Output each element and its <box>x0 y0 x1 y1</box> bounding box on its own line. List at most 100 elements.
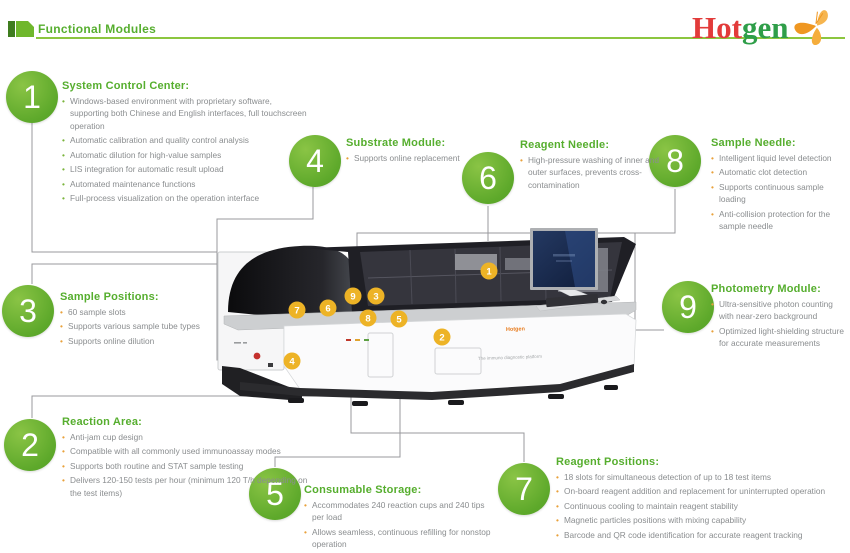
svg-text:4: 4 <box>289 357 295 368</box>
badge-number: 1 <box>23 78 41 115</box>
module-photometry-module: Photometry Module: Ultra-sensitive photo… <box>711 283 849 352</box>
module-reaction-area: Reaction Area: Anti-jam cup designCompat… <box>62 416 314 501</box>
bullet-item: Anti-collision protection for the sample… <box>711 208 849 233</box>
badge-number: 8 <box>666 142 684 179</box>
device-caption-text: The immuno diagnostic platform <box>478 354 542 361</box>
logo-text-hot: Hot <box>692 10 742 45</box>
bullet-item: Delivers 120-150 tests per hour (minimum… <box>62 474 314 499</box>
bullet-item: Supports both routine and STAT sample te… <box>62 460 314 473</box>
badge-number: 7 <box>515 470 533 507</box>
connector-8 <box>356 189 676 247</box>
module-title: Reagent Positions: <box>556 456 660 468</box>
bullet-item: 18 slots for simultaneous detection of u… <box>556 471 850 484</box>
module-consumable-storage: Consumable Storage: Accommodates 240 rea… <box>304 484 494 553</box>
device-markers: 7 6 9 3 8 5 1 2 <box>283 262 498 370</box>
badge-number: 4 <box>306 142 324 179</box>
module-substrate-module: Substrate Module: Supports online replac… <box>346 137 496 166</box>
connector-9 <box>634 233 664 331</box>
module-bullets: 60 sample slotsSupports various sample t… <box>60 306 275 348</box>
bullet-item: Supports continuous sample loading <box>711 181 849 206</box>
module-title: Reagent Needle: <box>520 139 610 151</box>
monitor-assembly <box>530 228 621 312</box>
marker-3: 3 <box>367 287 385 305</box>
module-title: Reaction Area: <box>62 416 143 428</box>
front-hatch <box>434 347 482 375</box>
module-title: Consumable Storage: <box>304 484 422 496</box>
front-hatch <box>367 332 394 378</box>
svg-text:8: 8 <box>365 314 370 325</box>
marker-7: 7 <box>288 301 306 319</box>
module-badge-1: 1 <box>6 71 58 123</box>
bullet-item: Continuous cooling to maintain reagent s… <box>556 500 850 513</box>
module-system-control-center: System Control Center: Windows-based env… <box>62 80 310 207</box>
bullet-item: Magnetic particles positions with mixing… <box>556 514 850 527</box>
header-rule <box>36 37 845 39</box>
badge-number: 9 <box>679 288 697 325</box>
badge-number: 2 <box>21 426 39 463</box>
module-badge-3: 3 <box>2 285 54 337</box>
bullet-item: Anti-jam cup design <box>62 431 314 444</box>
svg-text:5: 5 <box>396 315 402 326</box>
analyzer-machine: Hotgen The immuno diagnostic platform 7 … <box>217 228 637 406</box>
module-bullets: Anti-jam cup designCompatible with all c… <box>62 431 314 499</box>
bullet-item: Intelligent liquid level detection <box>711 152 849 165</box>
marker-9: 9 <box>344 287 362 305</box>
power-button <box>253 352 261 360</box>
device-brand-text: Hotgen <box>506 326 526 333</box>
module-title: Substrate Module: <box>346 137 446 149</box>
module-reagent-needle: Reagent Needle: High-pressure washing of… <box>520 139 670 193</box>
bullet-item: Automatic dilution for high-value sample… <box>62 149 310 162</box>
bullet-item: 60 sample slots <box>60 306 275 319</box>
marker-5: 5 <box>390 310 408 328</box>
section-marker-icon <box>8 21 34 37</box>
bullet-item: Supports online replacement <box>346 152 496 165</box>
svg-text:1: 1 <box>486 267 492 278</box>
module-bullets: Windows-based environment with proprieta… <box>62 95 310 205</box>
connector-1 <box>31 122 217 253</box>
bullet-item: Accommodates 240 reaction cups and 240 t… <box>304 499 494 524</box>
connector-3 <box>31 263 218 284</box>
bullet-item: Full-process visualization on the operat… <box>62 192 310 205</box>
bullet-item: Optimized light-shielding structure for … <box>711 325 849 350</box>
hotgen-logo-text: Hotgen <box>692 10 788 46</box>
bullet-item: Automatic calibration and quality contro… <box>62 134 310 147</box>
module-bullets: Ultra-sensitive photon counting with nea… <box>711 298 849 350</box>
module-bullets: Supports online replacement <box>346 152 496 165</box>
module-badge-9: 9 <box>662 281 714 333</box>
svg-text:7: 7 <box>294 306 299 317</box>
base-band <box>240 364 634 400</box>
marker-8: 8 <box>359 309 377 327</box>
module-bullets: 18 slots for simultaneous detection of u… <box>556 471 850 542</box>
module-bullets: High-pressure washing of inner and outer… <box>520 154 670 191</box>
bullet-item: Automated maintenance functions <box>62 178 310 191</box>
badge-number: 3 <box>19 292 37 329</box>
hotgen-logo: Hotgen <box>678 4 838 52</box>
bullet-item: Barcode and QR code identification for a… <box>556 529 850 542</box>
module-title: Photometry Module: <box>711 283 821 295</box>
module-sample-needle: Sample Needle: Intelligent liquid level … <box>711 137 849 235</box>
module-badge-2: 2 <box>4 419 56 471</box>
status-indicators <box>346 339 369 341</box>
logo-text-gen: gen <box>741 10 789 45</box>
bullet-item: Windows-based environment with proprieta… <box>62 95 310 132</box>
module-title: Sample Needle: <box>711 137 796 149</box>
bullet-item: Allows seamless, continuous refilling fo… <box>304 526 494 551</box>
svg-text:6: 6 <box>325 304 330 315</box>
module-title: Sample Positions: <box>60 291 159 303</box>
marker-4: 4 <box>283 352 301 370</box>
module-sample-positions: Sample Positions: 60 sample slotsSupport… <box>60 291 275 349</box>
module-bullets: Accommodates 240 reaction cups and 240 t… <box>304 499 494 551</box>
module-bullets: Intelligent liquid level detectionAutoma… <box>711 152 849 233</box>
bullet-item: Supports various sample tube types <box>60 320 275 333</box>
page-title: Functional Modules <box>38 22 157 36</box>
svg-text:3: 3 <box>373 292 378 303</box>
feet <box>288 385 618 406</box>
marker-6: 6 <box>319 299 337 317</box>
svg-text:9: 9 <box>350 292 355 303</box>
marker-2: 2 <box>433 328 451 346</box>
badge-number: 6 <box>479 159 497 196</box>
bullet-item: Ultra-sensitive photon counting with nea… <box>711 298 849 323</box>
mouse <box>600 299 608 305</box>
bullet-item: Automatic clot detection <box>711 166 849 179</box>
